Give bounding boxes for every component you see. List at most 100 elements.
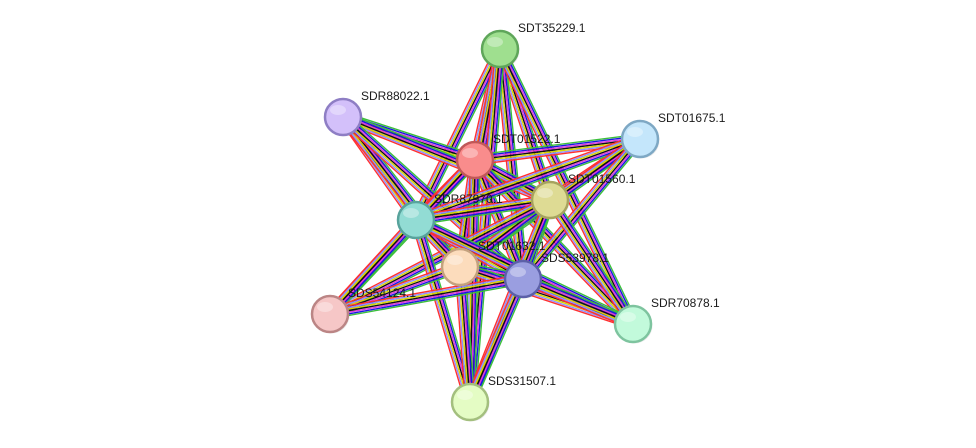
edge-evidence-line [414, 135, 640, 218]
edge-evidence-line [415, 138, 641, 221]
edge-evidence-line [330, 220, 418, 316]
edge-evidence-line [546, 201, 631, 327]
edge-evidence-line [413, 220, 470, 403]
node-highlight [510, 267, 526, 277]
edge-SDR87970.1-SDS54124.1 [325, 216, 421, 318]
edge-evidence-line [412, 220, 468, 404]
node-highlight [487, 37, 503, 47]
node-circle[interactable] [310, 294, 350, 334]
node-SDS54124.1[interactable] [310, 294, 350, 334]
edge-evidence-line [416, 139, 641, 223]
edge-evidence-line [328, 197, 550, 314]
node-circle[interactable] [530, 180, 570, 220]
node-circle[interactable] [620, 119, 660, 159]
edge-evidence-line [518, 135, 637, 277]
edge-evidence-line [416, 200, 551, 223]
edge-evidence-line [472, 49, 504, 403]
edge-evidence-line [329, 278, 524, 315]
node-highlight [330, 105, 346, 115]
node-highlight [537, 188, 553, 198]
edge-evidence-line [415, 136, 640, 220]
edge-evidence-line [467, 278, 523, 402]
edge-evidence-line [502, 48, 527, 279]
edge-evidence-line [331, 221, 419, 317]
edge-evidence-line [522, 278, 634, 325]
edge-evidence-line [340, 120, 549, 206]
node-circle[interactable] [396, 200, 436, 240]
edge-evidence-line [475, 159, 526, 279]
edge-evidence-line [470, 279, 526, 403]
node-SDR70878.1[interactable] [613, 304, 653, 344]
edge-evidence-line [457, 267, 470, 403]
edge-evidence-line [329, 276, 523, 314]
node-highlight [462, 148, 478, 158]
edge-evidence-line [504, 48, 529, 279]
node-SDT01675.1[interactable] [620, 119, 660, 159]
edge-evidence-line [521, 281, 633, 328]
edge-evidence-line [464, 276, 520, 401]
edge-evidence-line [413, 47, 500, 220]
edge-SDS53978.1-SDS31507.1 [464, 276, 529, 405]
node-circle[interactable] [450, 382, 490, 422]
node-SDS53978.1[interactable] [503, 259, 543, 299]
edge-SDS53978.1-SDR70878.1 [520, 273, 636, 330]
edge-evidence-line [474, 133, 640, 156]
edge-evidence-line [523, 276, 634, 324]
node-label: SDT01560.1 [568, 172, 636, 186]
node-SDT01560.1[interactable] [530, 180, 570, 220]
edge-evidence-line [472, 160, 479, 403]
node-circle[interactable] [323, 97, 363, 137]
node-SDR87970.1[interactable] [396, 200, 436, 240]
node-circle[interactable] [503, 259, 543, 299]
edge-evidence-line [474, 159, 524, 280]
node-circle[interactable] [480, 29, 520, 69]
edge-evidence-line [415, 199, 551, 221]
edge-SDT01675.1-SDS53978.1 [518, 135, 645, 283]
node-label: SDR70878.1 [651, 296, 720, 310]
edge-evidence-line [550, 198, 635, 324]
edge-evidence-line [331, 270, 462, 320]
edge-evidence-line [415, 219, 471, 403]
edge-evidence-line [545, 202, 630, 328]
edge-evidence-line [522, 138, 641, 280]
node-SDT01522.1[interactable] [455, 140, 495, 180]
edge-SDS53978.1-SDS54124.1 [329, 273, 524, 320]
node-circle[interactable] [440, 247, 480, 287]
node-SDR88022.1[interactable] [323, 97, 363, 137]
edge-evidence-line [410, 221, 467, 404]
edge-evidence-line [327, 195, 549, 311]
edge-evidence-line [415, 197, 550, 220]
node-label: SDT01522.1 [493, 132, 561, 146]
edge-evidence-line [328, 263, 460, 312]
node-SDT01632.1[interactable] [440, 247, 480, 287]
edge-evidence-line [343, 114, 551, 200]
edge-evidence-line [496, 49, 521, 280]
edge-evidence-line [520, 136, 639, 278]
edge-evidence-line [499, 48, 524, 280]
edge-evidence-line [548, 200, 633, 326]
edge-evidence-line [330, 279, 524, 317]
node-label: SDS31507.1 [488, 374, 556, 388]
edge-SDT01560.1-SDR70878.1 [545, 196, 638, 328]
edge-evidence-line [552, 197, 637, 323]
node-layer [310, 29, 660, 422]
edge-evidence-line [469, 161, 520, 282]
node-SDT35229.1[interactable] [480, 29, 520, 69]
edge-evidence-line [469, 278, 524, 403]
edge-evidence-line [415, 196, 550, 218]
edge-evidence-line [464, 197, 547, 401]
edge-evidence-line [328, 218, 416, 314]
node-SDS31507.1[interactable] [450, 382, 490, 422]
node-label: SDS53978.1 [541, 251, 609, 265]
edge-evidence-line [500, 48, 526, 279]
node-highlight [620, 312, 636, 322]
edge-evidence-line [521, 137, 640, 279]
edge-evidence-line [524, 273, 636, 321]
node-circle[interactable] [455, 140, 495, 180]
node-label: SDT01632.1 [478, 239, 546, 253]
edge-evidence-line [473, 280, 529, 405]
node-circle[interactable] [613, 304, 653, 344]
node-highlight [447, 255, 463, 265]
edge-evidence-line [466, 277, 521, 402]
